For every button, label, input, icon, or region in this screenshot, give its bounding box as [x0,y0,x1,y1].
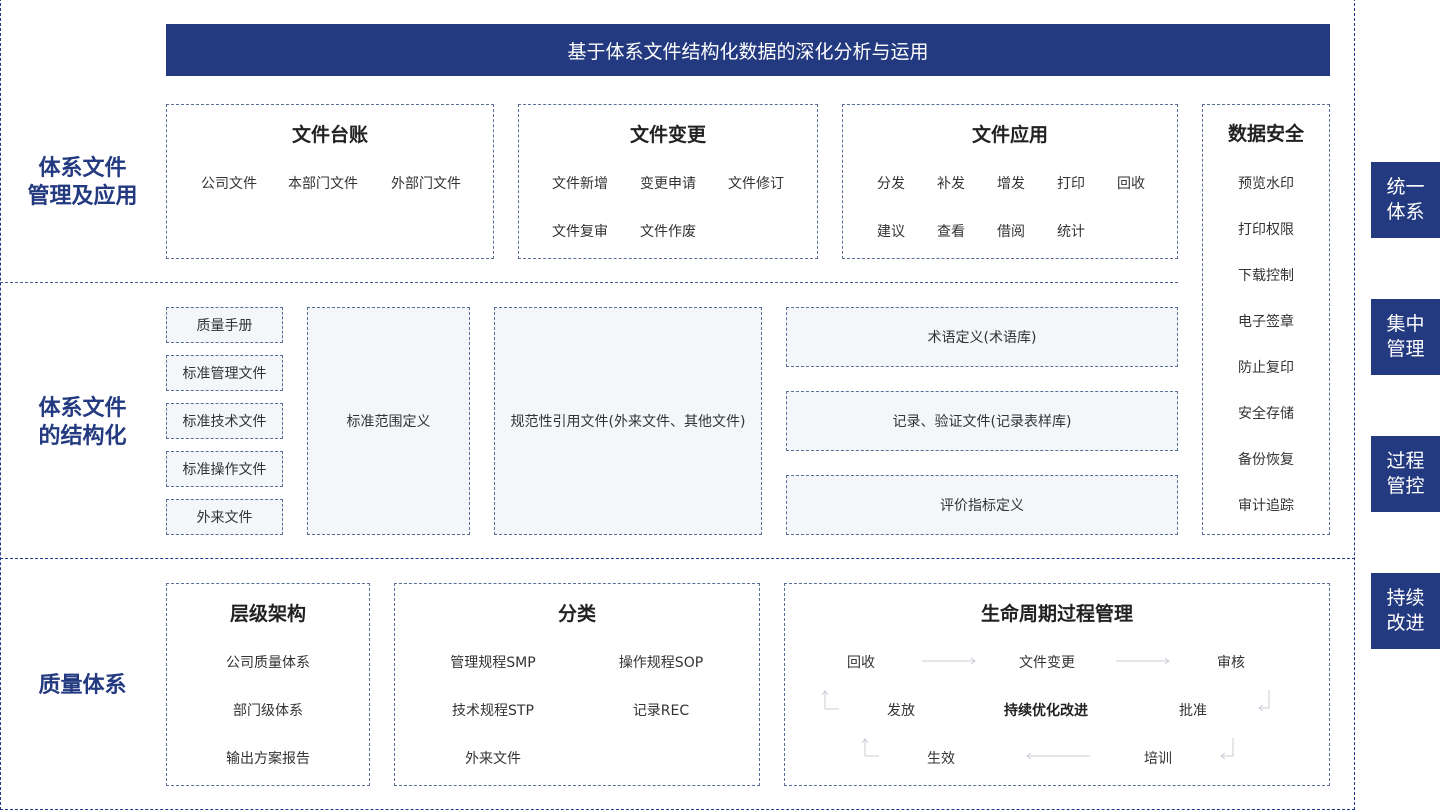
normative-reference-cell: 规范性引用文件(外来文件、其他文件) [494,307,762,535]
hierarchy-item: 部门级体系 [233,703,303,719]
panel-security-title: 数据安全 [1227,123,1304,145]
badge-continuous-improvement: 持续改进 [1371,573,1440,649]
lifecycle-step: 培训 [1144,751,1172,767]
security-item: 下载控制 [1238,268,1294,284]
application-item: 回收 [1117,176,1145,192]
application-item: 补发 [937,176,965,192]
indicators-cell: 评价指标定义 [786,475,1178,535]
panel-ledger-title: 文件台账 [291,124,368,146]
change-item: 文件复审 [552,224,608,240]
lifecycle-step: 文件变更 [1019,655,1075,671]
lifecycle-step: 回收 [847,655,875,671]
badge-line: 体系 [1386,201,1425,223]
top-banner: 基于体系文件结构化数据的深化分析与运用 [166,24,1330,76]
application-item: 打印 [1057,176,1085,192]
section-label-struct-line1: 体系文件 [38,396,127,421]
change-item: 变更申请 [640,176,696,192]
security-item: 防止复印 [1238,360,1294,376]
doc-type-cell: 标准操作文件 [166,451,283,487]
classification-item: 记录REC [632,703,690,719]
badge-line: 集中 [1386,313,1425,335]
badge-line: 统一 [1386,176,1425,198]
panel-lifecycle: 生命周期过程管理 回收 文件变更 审核 发放 持续优化改进 批准 生效 培训 [784,583,1330,786]
security-item: 审计追踪 [1238,498,1294,514]
section-divider-app [0,282,1178,283]
doc-type-cell: 外来文件 [166,499,283,535]
arrow-right-icon [1116,657,1170,665]
application-item: 查看 [937,224,965,240]
badge-line: 管控 [1386,475,1425,497]
security-item: 备份恢复 [1238,452,1294,468]
arrow-left-icon [1026,752,1090,760]
lifecycle-step: 批准 [1179,703,1207,719]
badge-unified-system: 统一体系 [1371,162,1440,238]
security-item: 打印权限 [1238,222,1294,238]
badge-line: 改进 [1386,612,1425,634]
records-cell: 记录、验证文件(记录表样库) [786,391,1178,451]
change-item: 文件修订 [728,176,784,192]
lifecycle-core-step: 持续优化改进 [1004,703,1088,719]
classification-item: 操作规程SOP [618,655,704,671]
classification-item: 外来文件 [465,751,521,767]
arrow-return-icon [1220,738,1234,760]
panel-security: 数据安全 预览水印 打印权限 下载控制 电子签章 防止复印 安全存储 备份恢复 … [1202,104,1330,535]
panel-classification: 分类 管理规程SMP 操作规程SOP 技术规程STP 记录REC 外来文件 [394,583,760,786]
arrow-right-icon [922,657,976,665]
arrow-up-icon [861,738,879,757]
scope-definition-cell: 标准范围定义 [307,307,470,535]
panel-ledger: 文件台账 公司文件 本部门文件 外部门文件 [166,104,494,259]
doc-type-cell: 标准技术文件 [166,403,283,439]
application-item: 建议 [877,224,905,240]
lifecycle-arrows [821,657,1270,760]
lifecycle-step: 生效 [927,751,955,767]
ledger-item: 外部门文件 [391,176,461,192]
panel-change: 文件变更 文件新增 变更申请 文件修订 文件复审 文件作废 [518,104,818,259]
change-item: 文件新增 [552,176,608,192]
ledger-item: 本部门文件 [288,176,358,192]
section-label-struct-line2: 的结构化 [38,424,127,449]
section-label-app: 体系文件 管理及应用 [10,155,155,211]
section-divider-quality [0,558,1355,559]
section-label-quality: 质量体系 [38,673,127,698]
hierarchy-item: 公司质量体系 [226,655,310,671]
panel-application-title: 文件应用 [971,124,1048,146]
security-item: 电子签章 [1238,314,1294,330]
badge-line: 过程 [1386,450,1425,472]
panel-application: 文件应用 分发 补发 增发 打印 回收 建议 查看 借阅 统计 [842,104,1178,259]
panel-classification-title: 分类 [557,603,596,625]
change-item: 文件作废 [640,224,696,240]
doc-type-cell: 标准管理文件 [166,355,283,391]
arrow-up-icon [821,690,839,710]
section-label-app-line1: 体系文件 [38,156,127,181]
section-label-struct: 体系文件 的结构化 [10,395,155,451]
section-label-app-line2: 管理及应用 [27,184,138,209]
panel-hierarchy: 层级架构 公司质量体系 部门级体系 输出方案报告 [166,583,370,786]
ledger-item: 公司文件 [201,176,257,192]
panel-change-title: 文件变更 [629,124,706,146]
application-item: 增发 [997,176,1025,192]
application-item: 分发 [877,176,905,192]
badge-centralized-management: 集中管理 [1371,299,1440,375]
panel-hierarchy-title: 层级架构 [229,603,306,625]
security-item: 安全存储 [1238,406,1294,422]
badge-line: 持续 [1386,587,1425,609]
application-item: 统计 [1057,224,1085,240]
classification-item: 技术规程STP [452,703,534,719]
badge-process-control: 过程管控 [1371,436,1440,512]
badge-line: 管理 [1386,338,1425,360]
doc-type-cell: 质量手册 [166,307,283,343]
arrow-return-icon [1258,690,1270,712]
lifecycle-step: 发放 [887,703,915,719]
classification-item: 管理规程SMP [450,655,536,671]
lifecycle-step: 审核 [1217,655,1245,671]
security-item: 预览水印 [1238,176,1294,192]
terms-definition-cell: 术语定义(术语库) [786,307,1178,367]
hierarchy-item: 输出方案报告 [226,751,310,767]
application-item: 借阅 [997,224,1025,240]
panel-lifecycle-title: 生命周期过程管理 [980,603,1133,625]
